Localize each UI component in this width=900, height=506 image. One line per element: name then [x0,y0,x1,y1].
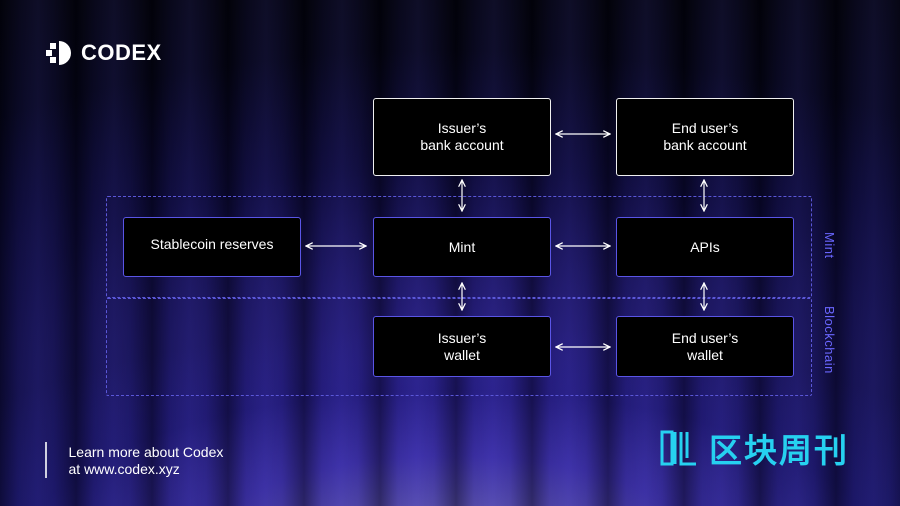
enduser-wallet-node: End user’s wallet [616,316,794,377]
issuer-wallet-label: Issuer’s wallet [437,329,487,363]
footer-divider [45,442,47,478]
codex-logo[interactable]: CODEX [46,40,162,66]
issuer-wallet-node: Issuer’s wallet [373,316,551,377]
footer-line-1: Learn more about Codex [68,444,224,460]
enduser-bank-account-node: End user’s bank account [616,98,794,176]
watermark-logo-icon [660,430,696,466]
apis-node: APIs [616,217,794,277]
enduser-wallet-label: End user’s wallet [671,329,739,363]
footer: Learn more about Codex at www.codex.xyz [45,442,223,478]
blockchain-group-label: Blockchain [822,306,837,374]
footer-text: Learn more about Codex at www.codex.xyz [69,442,224,478]
codex-logo-icon [46,41,72,65]
watermark-brand: 区块周刊 [659,424,849,472]
mint-label: Mint [448,238,476,255]
mint-node: Mint [373,217,551,277]
stablecoin-reserves-node: Stablecoin reserves [123,217,301,277]
enduser-bank-account-label: End user’s bank account [663,120,747,153]
stablecoin-reserves-label: Stablecoin reserves [150,236,274,252]
mint-group-label: Mint [822,232,837,259]
issuer-bank-account-label: Issuer’s bank account [420,120,504,153]
issuer-bank-account-node: Issuer’s bank account [373,98,551,176]
brand-name: CODEX [81,40,162,65]
watermark-text: 区块周刊 [709,432,849,469]
footer-link[interactable]: at www.codex.xyz [68,461,180,477]
apis-label: APIs [690,238,720,255]
